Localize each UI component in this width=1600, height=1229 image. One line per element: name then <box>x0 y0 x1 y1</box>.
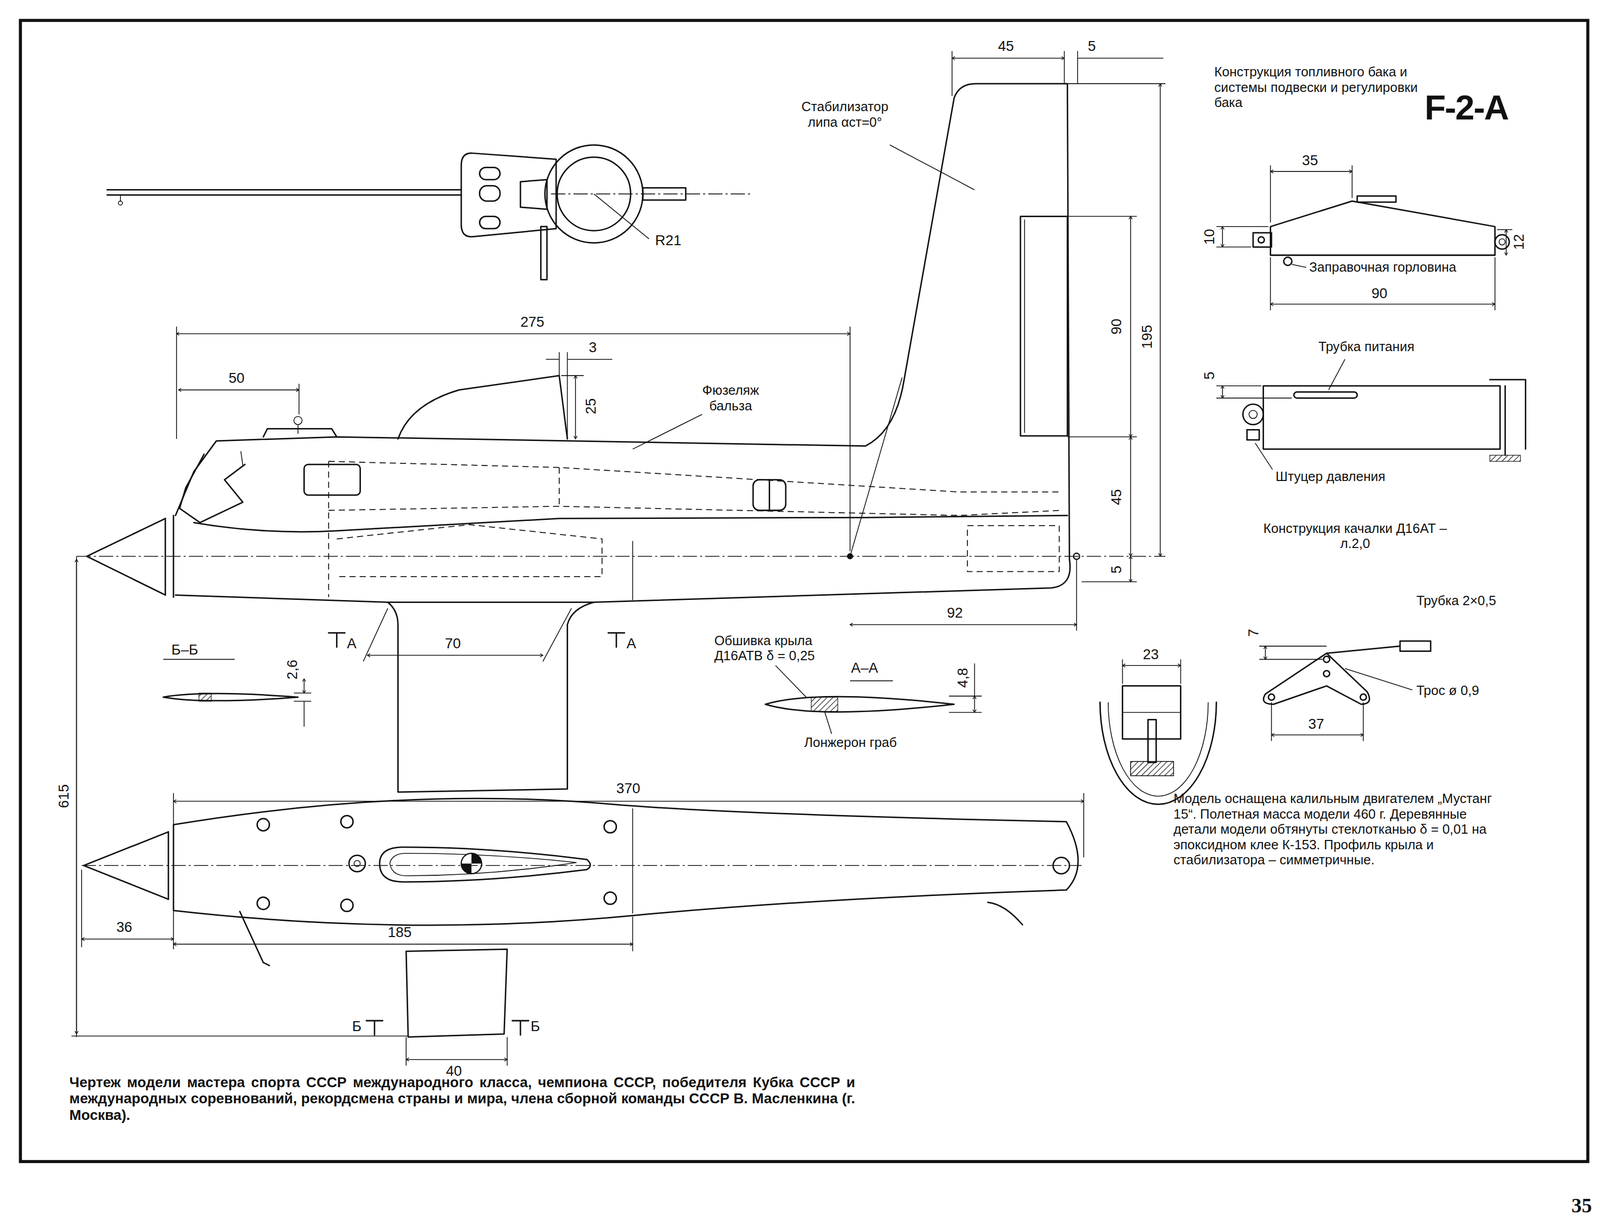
note: Конструкция топливного бака и системы по… <box>1214 65 1429 112</box>
dimension-lines <box>71 50 1166 1037</box>
dimension-label: 5 <box>1108 565 1125 574</box>
part-label: Стабилизатор липа αст=0° <box>787 100 903 131</box>
dimension-label: 275 <box>520 313 545 330</box>
dimension-label: 4,8 <box>953 667 971 688</box>
part-label: Штуцер давления <box>1275 469 1386 485</box>
dimension-label: 5 <box>1201 371 1218 380</box>
bellcrank-mount <box>1099 659 1217 804</box>
dimension-label: 90 <box>1371 284 1388 302</box>
tank-hanger-view <box>106 144 750 280</box>
dimension-label: 25 <box>582 398 600 415</box>
note: Модель оснащена калильным двигателем „Му… <box>1173 791 1511 869</box>
drawing-title: F-2-A <box>1424 87 1509 128</box>
part-label: Заправочная горловина <box>1309 260 1457 276</box>
section-title: А–А <box>851 659 879 676</box>
wing-sections <box>163 659 982 734</box>
dimension-label: 3 <box>588 338 597 356</box>
dimension-label: 7 <box>1244 628 1262 637</box>
dimension-label: 37 <box>1308 715 1325 732</box>
dimension-label: R21 <box>655 231 682 249</box>
dimension-label: 370 <box>616 779 641 797</box>
section-mark: Б <box>530 1017 541 1034</box>
dimension-label: 10 <box>1201 229 1218 246</box>
part-label: Трос ø 0,9 <box>1416 683 1480 699</box>
dimension-label: 50 <box>228 369 245 386</box>
plan-view <box>81 792 1084 1066</box>
fuel-tank-views <box>1216 165 1526 470</box>
dimension-label: 12 <box>1510 233 1527 250</box>
dimension-label: 45 <box>998 37 1015 55</box>
dimension-label: 45 <box>1108 489 1125 506</box>
section-mark: А <box>626 634 637 652</box>
note: Конструкция качалки Д16АТ – л.2,0 <box>1263 521 1448 553</box>
dimension-label: 92 <box>947 603 964 621</box>
side-view <box>76 83 1166 792</box>
dimension-label: 185 <box>387 923 412 940</box>
dimension-label: 615 <box>55 784 72 809</box>
section-mark: Б <box>352 1017 362 1034</box>
part-label: Лонжерон граб <box>803 735 897 751</box>
part-label: Трубка питания <box>1318 339 1415 355</box>
drawing-caption: Чертеж модели мастера спорта СССР междун… <box>69 1073 856 1123</box>
part-label: Обшивка крыла Д16АТВ δ = 0,25 <box>714 633 842 665</box>
dimension-label: 23 <box>1143 646 1160 663</box>
dimension-label: 2,6 <box>283 659 301 680</box>
bellcrank <box>1259 640 1431 742</box>
page-frame <box>20 20 1588 1162</box>
dimension-label: 5 <box>1087 37 1096 55</box>
page-number: 35 <box>1571 1193 1592 1218</box>
dimension-label: 90 <box>1108 318 1125 335</box>
dimension-label: 195 <box>1138 324 1156 349</box>
dimension-label: 35 <box>1301 152 1319 169</box>
part-label: Трубка 2×0,5 <box>1416 594 1496 610</box>
dimension-label: 70 <box>445 634 462 652</box>
section-mark: А <box>346 634 357 652</box>
section-title: Б–Б <box>171 640 198 658</box>
dimension-label: 36 <box>116 918 133 936</box>
part-label: Фюзеляж бальза <box>693 383 768 415</box>
